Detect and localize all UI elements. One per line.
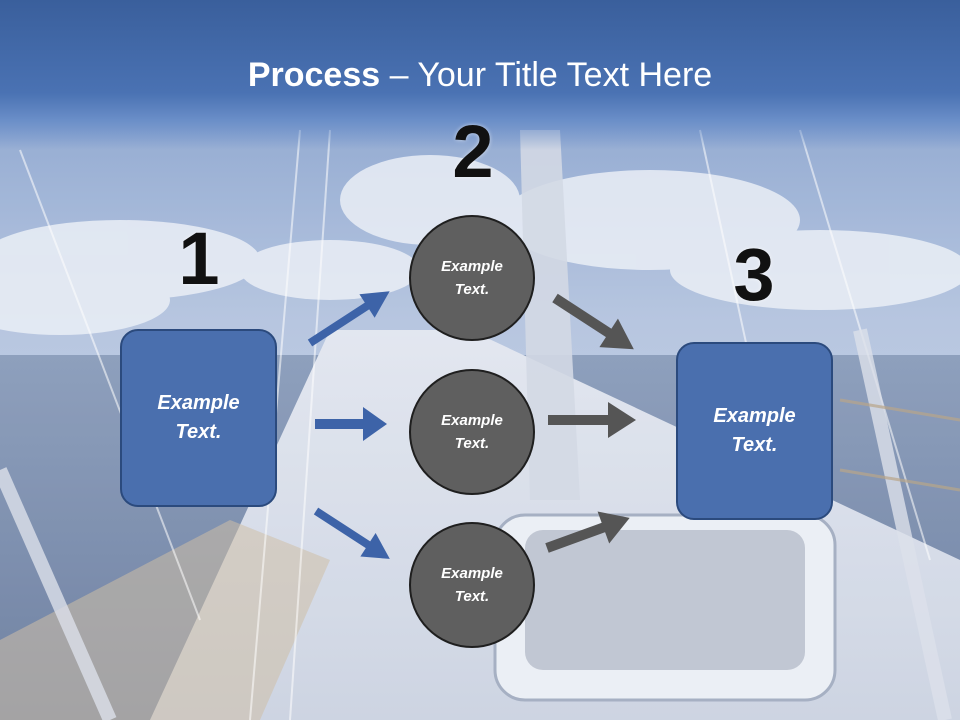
step-number-2: 2 [452, 110, 494, 193]
left-process-box: Example Text. [120, 329, 277, 507]
step-number-1: 1 [178, 217, 220, 300]
right-process-box: Example Text. [676, 342, 833, 520]
circle-middle-text: Example Text. [441, 412, 503, 452]
circle-top: Example Text. [409, 215, 535, 341]
slide-title: Process – Your Title Text Here [0, 53, 960, 97]
left-box-text: Example Text. [157, 392, 240, 443]
circle-bottom-text: Example Text. [441, 565, 503, 605]
circle-bottom: Example Text. [409, 522, 535, 648]
circle-top-text: Example Text. [441, 258, 503, 298]
right-box-text: Example Text. [713, 405, 796, 456]
title-rest: – Your Title Text Here [380, 56, 713, 94]
step-number-3: 3 [733, 233, 775, 316]
title-bold: Process [247, 56, 381, 94]
circle-middle: Example Text. [409, 369, 535, 495]
title-band [0, 0, 960, 150]
